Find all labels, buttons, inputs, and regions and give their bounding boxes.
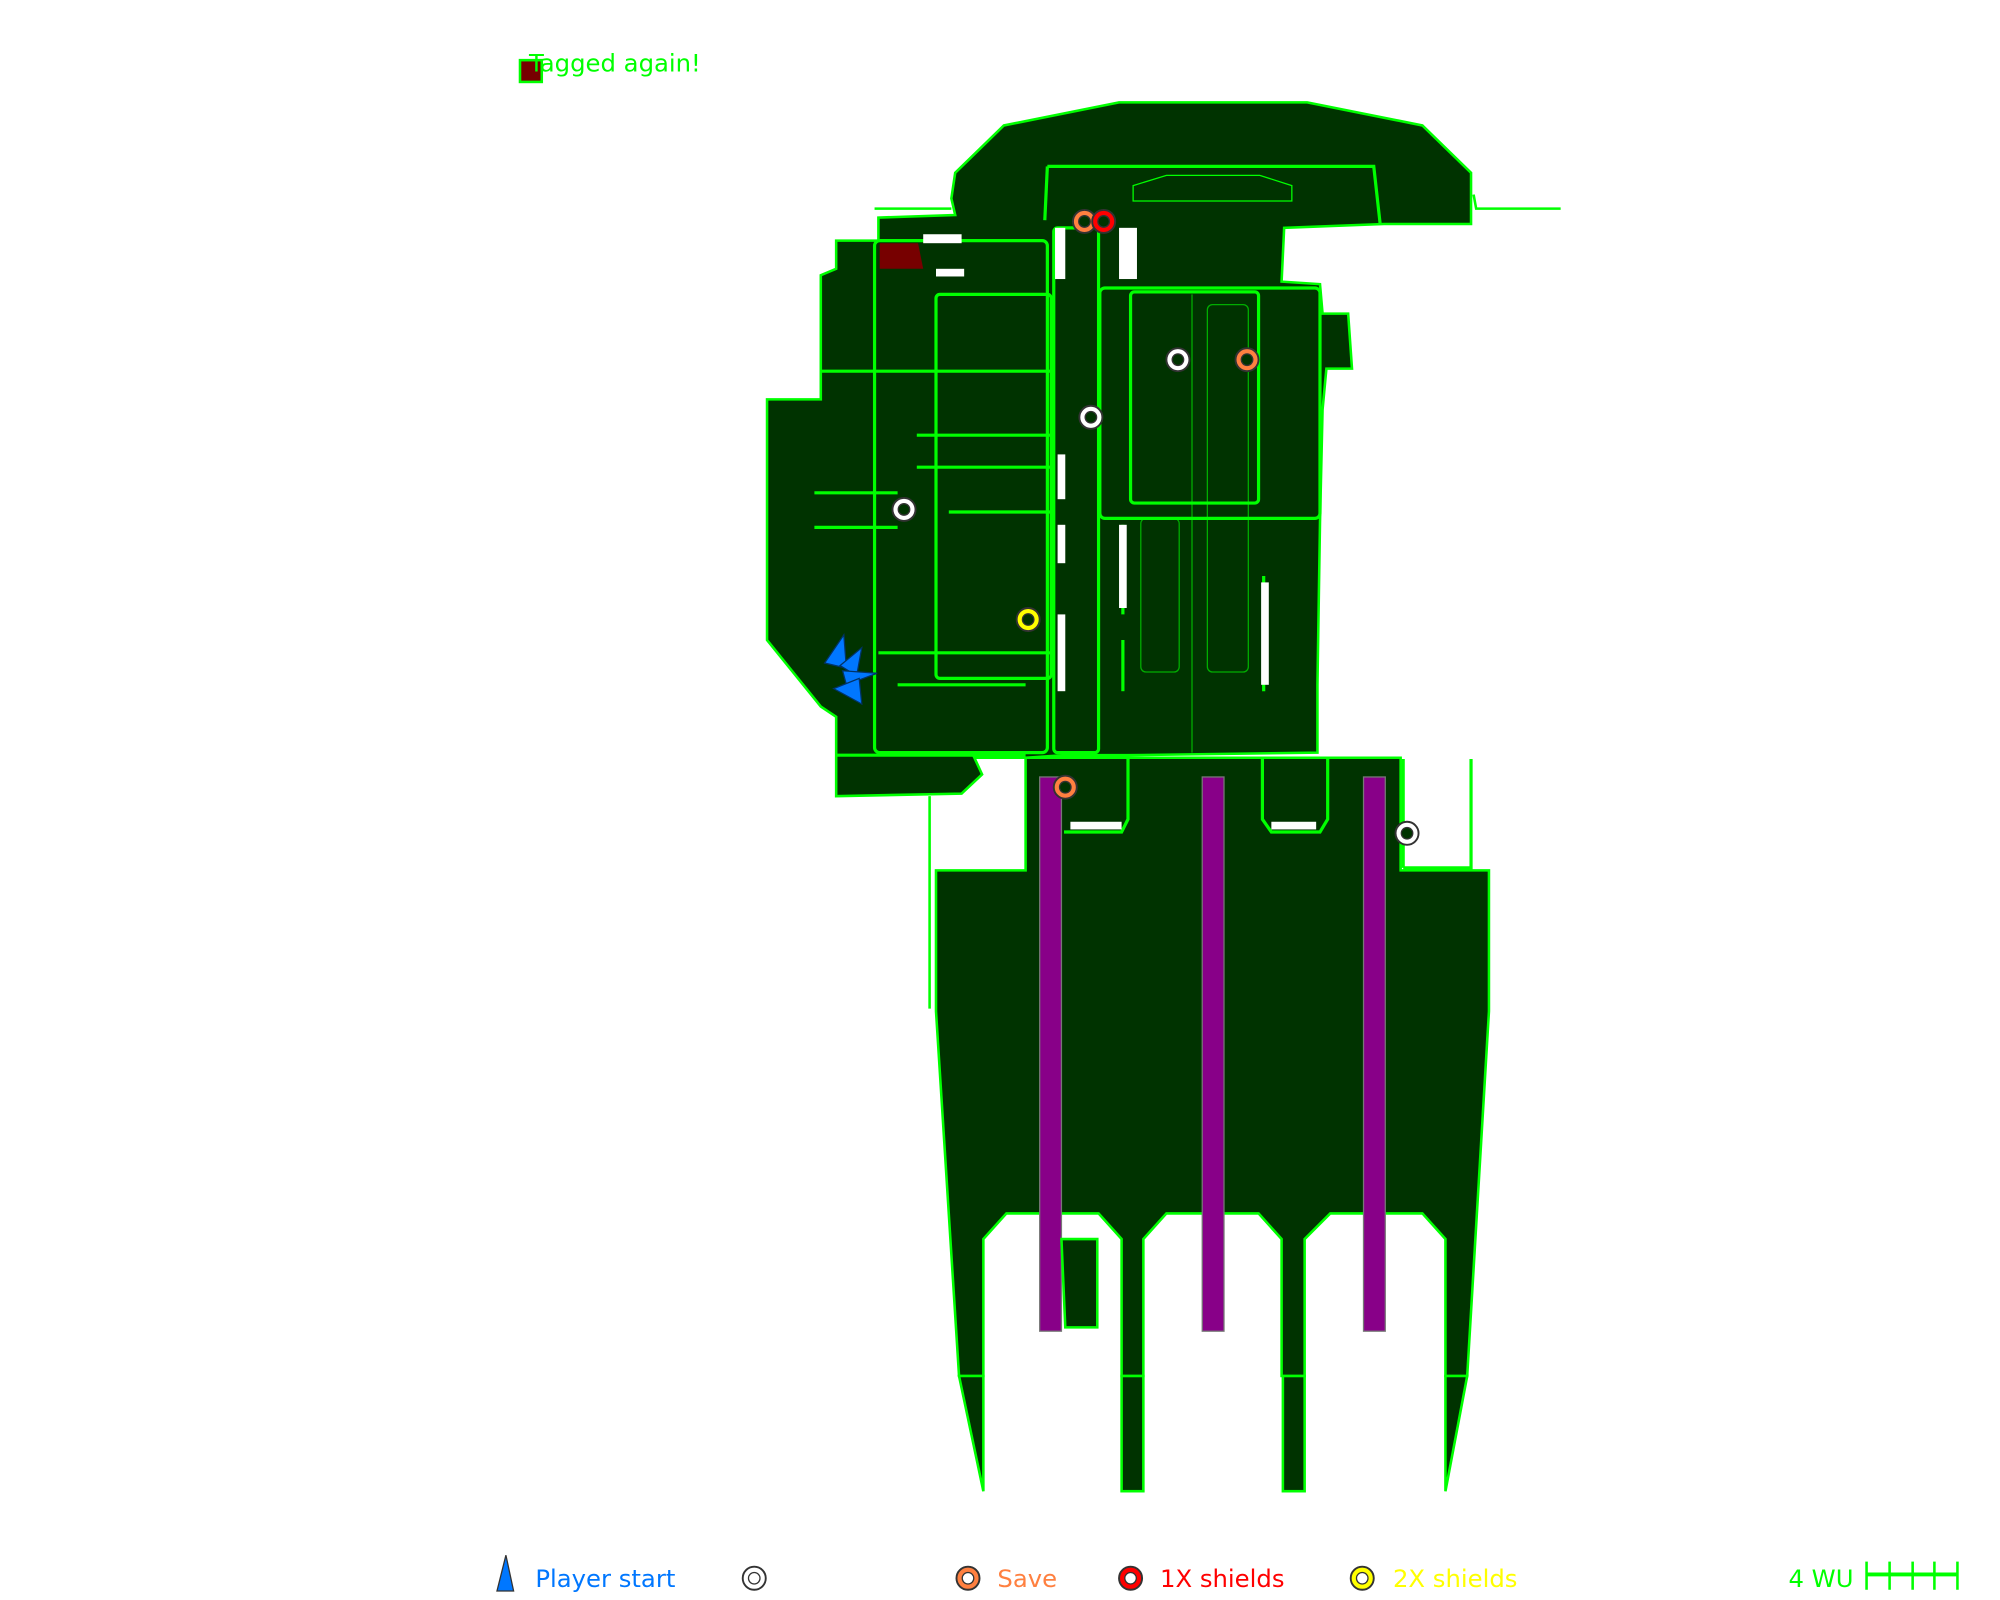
legend: Player start Save 1X shields 2X shields … [496,1555,1959,1593]
liquid-areas [1039,776,1386,1332]
legend-shields-1x-icon [1118,1565,1144,1591]
legend-shields-1x-label: 1X shields [1160,1564,1285,1593]
player-start-icon [823,633,878,706]
scale-label: 4 WU [1788,1564,1853,1593]
legend-shields-2x-icon [1349,1565,1375,1591]
legend-player-start-label: Player start [535,1564,675,1593]
legend-save-icon [955,1565,981,1591]
legend-save-label: Save [997,1564,1057,1593]
tag-message: Tagged again! [528,49,701,78]
legend-shields-2x-label: 2X shields [1393,1564,1518,1593]
map-markers [823,208,1420,846]
legend-player-start-icon [496,1555,515,1592]
tagged-square-icon [518,58,544,84]
scale-bar-icon [1865,1561,1959,1590]
legend-plain-marker-icon [741,1565,767,1591]
level-map [765,101,1561,1493]
hull-top [765,101,1473,798]
